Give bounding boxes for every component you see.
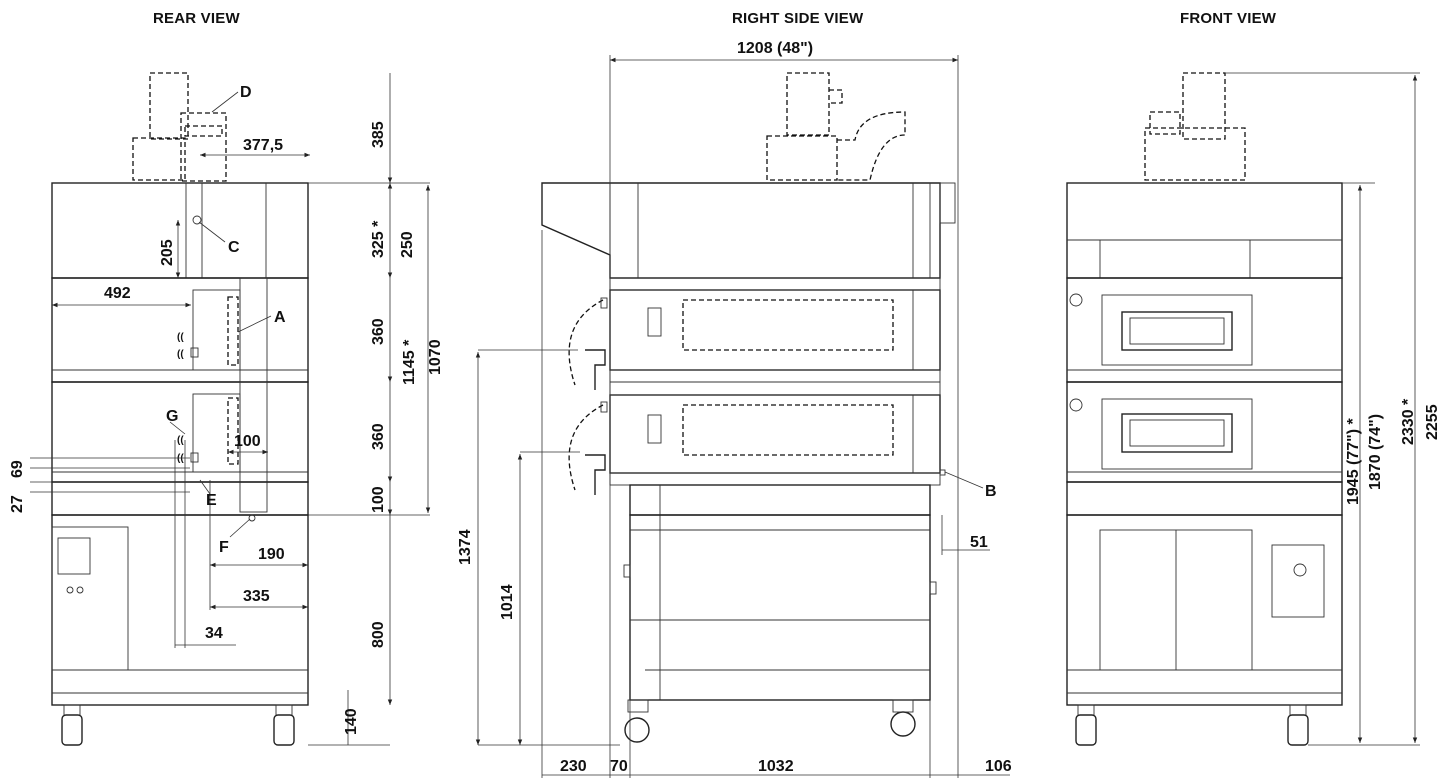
svg-text:((: (( xyxy=(177,332,184,343)
dim-360-upper: 360 xyxy=(370,318,387,345)
dim-1945: 1945 (77") * xyxy=(1345,417,1362,505)
dim-1014: 1014 xyxy=(499,584,516,620)
dim-377: 377,5 xyxy=(243,137,283,154)
front-view: 1945 (77") * 1870 (74") 2330 * 2255 xyxy=(1066,72,1441,746)
dim-492: 492 xyxy=(104,285,131,302)
svg-text:((: (( xyxy=(177,435,184,446)
label-f: F xyxy=(219,539,229,556)
label-a: A xyxy=(274,309,286,326)
dim-360-lower: 360 xyxy=(370,423,387,450)
dim-1870: 1870 (74") xyxy=(1367,414,1384,490)
side-view-title: RIGHT SIDE VIEW xyxy=(732,10,864,27)
dim-106: 106 xyxy=(985,758,1012,775)
dim-250: 250 xyxy=(399,231,416,258)
dim-1145: 1145 * xyxy=(401,339,418,385)
rear-view: (( (( (( (( xyxy=(9,72,444,746)
dim-385: 385 xyxy=(370,121,387,148)
svg-text:((: (( xyxy=(177,349,184,360)
dim-335: 335 xyxy=(243,588,270,605)
dim-1032: 1032 xyxy=(758,758,794,775)
dim-2330: 2330 * xyxy=(1400,398,1417,445)
label-c: C xyxy=(228,239,240,256)
front-view-title: FRONT VIEW xyxy=(1180,10,1277,27)
dim-69: 69 xyxy=(9,460,26,478)
svg-text:((: (( xyxy=(177,453,184,464)
label-e: E xyxy=(206,492,217,509)
dim-51: 51 xyxy=(970,534,988,551)
dim-1070: 1070 xyxy=(427,339,444,375)
dim-1208: 1208 (48") xyxy=(737,40,813,57)
label-g: G xyxy=(166,408,178,425)
dim-1374: 1374 xyxy=(457,529,474,565)
dim-140: 140 xyxy=(343,708,360,735)
dim-100-horizontal: 100 xyxy=(234,433,261,450)
side-view: 1208 (48") 1374 1014 51 230 70 1032 106 … xyxy=(457,40,1012,778)
dim-190: 190 xyxy=(258,546,285,563)
dim-800: 800 xyxy=(370,621,387,648)
dim-27: 27 xyxy=(9,495,26,513)
rear-view-title: REAR VIEW xyxy=(153,10,240,27)
dim-2255: 2255 xyxy=(1424,404,1441,440)
dim-70: 70 xyxy=(610,758,628,775)
dim-100-vertical: 100 xyxy=(370,486,387,513)
dim-230: 230 xyxy=(560,758,587,775)
label-d: D xyxy=(240,84,252,101)
label-b: B xyxy=(985,483,997,500)
dim-34: 34 xyxy=(205,625,223,642)
dim-325: 325 * xyxy=(370,220,387,258)
dim-205: 205 xyxy=(159,239,176,266)
